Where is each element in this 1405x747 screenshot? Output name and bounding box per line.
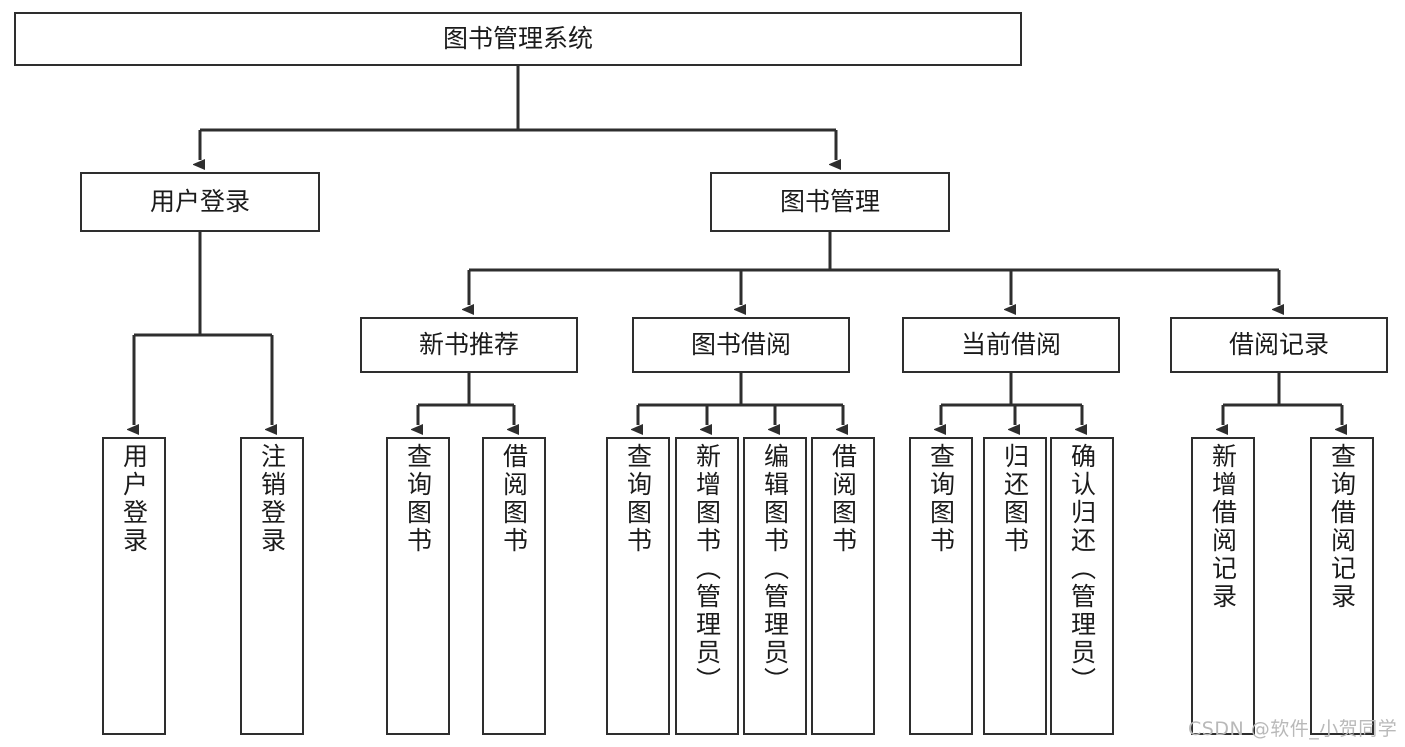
node-leaf-query-book-3-label: 查询图书 [926, 443, 956, 555]
node-root-label: 图书管理系统 [442, 24, 593, 54]
node-leaf-query-book-1[interactable]: 查询图书 [386, 437, 450, 735]
node-leaf-user-login[interactable]: 用户登录 [102, 437, 166, 735]
node-user-login-label: 用户登录 [149, 187, 250, 217]
node-leaf-confirm-return-label: 确认归还（管理员） [1067, 443, 1097, 695]
node-leaf-edit-book-label: 编辑图书（管理员） [760, 443, 790, 695]
node-leaf-logout-label: 注销登录 [257, 443, 287, 555]
node-new-book-recommend[interactable]: 新书推荐 [360, 317, 578, 373]
node-leaf-borrow-book-1[interactable]: 借阅图书 [482, 437, 546, 735]
node-leaf-add-book-label: 新增图书（管理员） [692, 443, 722, 695]
node-leaf-logout[interactable]: 注销登录 [240, 437, 304, 735]
node-borrow-record[interactable]: 借阅记录 [1170, 317, 1388, 373]
node-leaf-query-book-2[interactable]: 查询图书 [606, 437, 670, 735]
node-leaf-borrow-book-1-label: 借阅图书 [499, 443, 529, 555]
node-book-borrow[interactable]: 图书借阅 [632, 317, 850, 373]
node-leaf-query-book-2-label: 查询图书 [623, 443, 653, 555]
node-book-borrow-label: 图书借阅 [690, 330, 791, 360]
node-user-login[interactable]: 用户登录 [80, 172, 320, 232]
node-leaf-query-book-3[interactable]: 查询图书 [909, 437, 973, 735]
node-leaf-add-record[interactable]: 新增借阅记录 [1191, 437, 1255, 735]
node-book-manage-label: 图书管理 [779, 187, 880, 217]
node-new-book-recommend-label: 新书推荐 [418, 330, 519, 360]
node-leaf-confirm-return[interactable]: 确认归还（管理员） [1050, 437, 1114, 735]
node-leaf-add-record-label: 新增借阅记录 [1208, 443, 1238, 611]
watermark: CSDN @软件_小贺同学 [1188, 718, 1398, 740]
node-current-borrow[interactable]: 当前借阅 [902, 317, 1120, 373]
node-current-borrow-label: 当前借阅 [960, 330, 1061, 360]
node-leaf-borrow-book-2[interactable]: 借阅图书 [811, 437, 875, 735]
node-leaf-edit-book[interactable]: 编辑图书（管理员） [743, 437, 807, 735]
node-leaf-add-book[interactable]: 新增图书（管理员） [675, 437, 739, 735]
node-leaf-borrow-book-2-label: 借阅图书 [828, 443, 858, 555]
node-leaf-query-record[interactable]: 查询借阅记录 [1310, 437, 1374, 735]
node-leaf-query-record-label: 查询借阅记录 [1327, 443, 1357, 611]
node-root[interactable]: 图书管理系统 [14, 12, 1022, 66]
node-borrow-record-label: 借阅记录 [1228, 330, 1329, 360]
node-leaf-user-login-label: 用户登录 [119, 443, 149, 555]
node-leaf-query-book-1-label: 查询图书 [403, 443, 433, 555]
node-leaf-return-book-label: 归还图书 [1000, 443, 1030, 555]
node-book-manage[interactable]: 图书管理 [710, 172, 950, 232]
node-leaf-return-book[interactable]: 归还图书 [983, 437, 1047, 735]
